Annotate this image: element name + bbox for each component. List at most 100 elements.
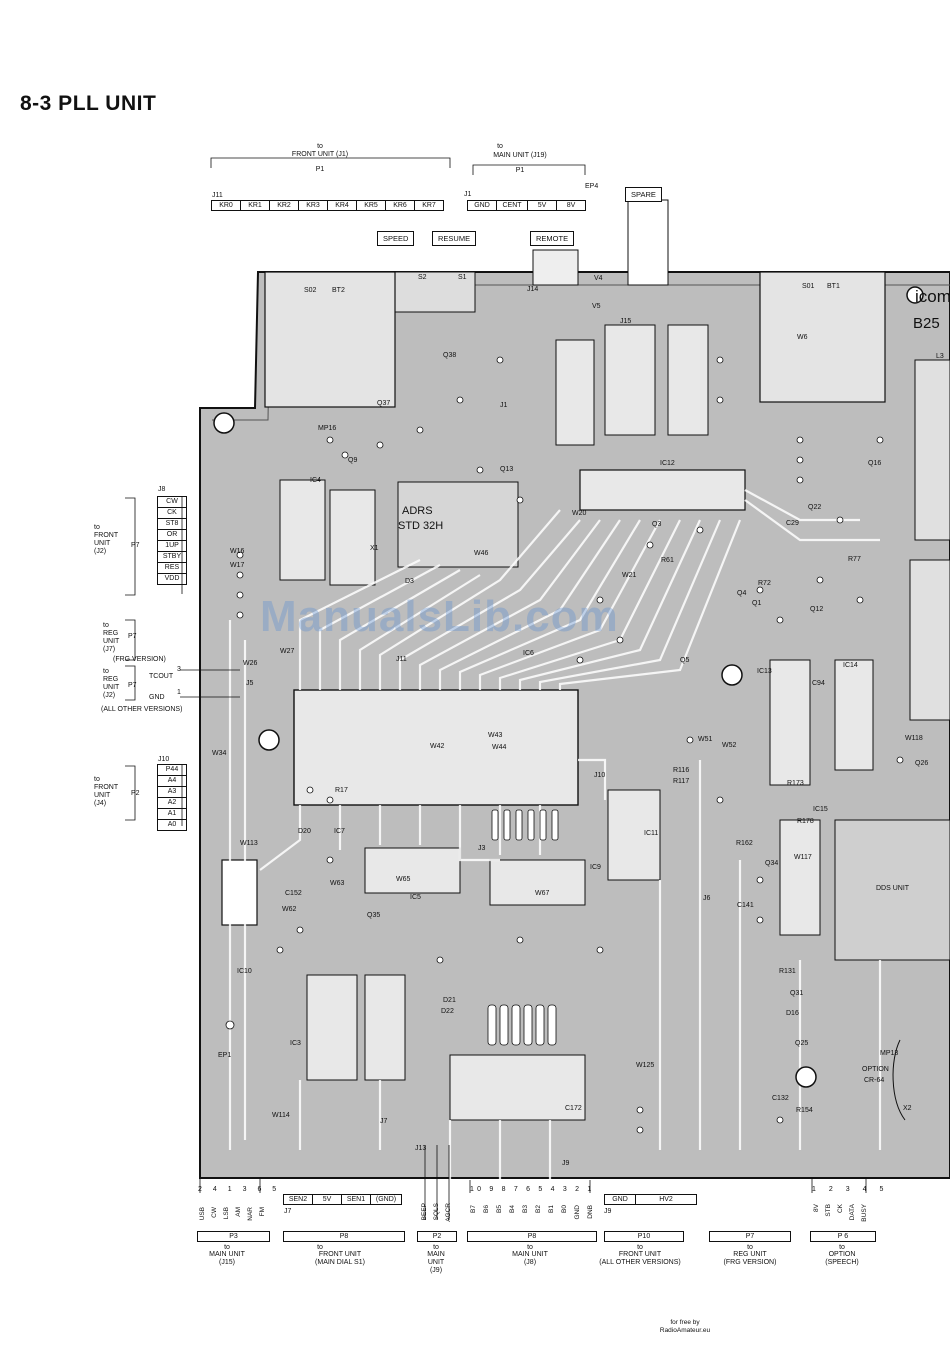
j1-jack-label: J1 xyxy=(464,191,472,198)
p6-num: 3 xyxy=(845,1186,856,1193)
j8-pin: CK xyxy=(158,508,186,519)
ref-designator: IC15 xyxy=(813,806,828,813)
j8-to: to xyxy=(94,524,100,531)
ref-designator: S1 xyxy=(458,274,467,281)
p1-main-plug: P1 xyxy=(515,167,525,174)
j8-pin: OR xyxy=(158,530,186,541)
p8-dest: (J8) xyxy=(523,1259,537,1266)
p3-pin: USB xyxy=(199,1207,206,1221)
ref-designator: J1 xyxy=(500,402,508,409)
p3-num: 6 xyxy=(257,1186,266,1193)
ref-designator: W27 xyxy=(280,648,295,655)
j8-pin: RES xyxy=(158,563,186,574)
p8-num: 6 xyxy=(526,1186,534,1193)
j1-pin: CENT xyxy=(497,201,528,210)
p2-pin: AGCR xyxy=(445,1203,452,1222)
ref-designator: S01 xyxy=(802,283,815,290)
p3-num: 5 xyxy=(272,1186,281,1193)
p6-pin-numbers: 1 2 3 4 5 xyxy=(812,1186,889,1193)
ref-designator: W21 xyxy=(622,572,637,579)
ref-designator: J11 xyxy=(396,656,407,663)
j11-pin: KR0 xyxy=(212,201,241,210)
p10-to: to xyxy=(637,1244,643,1251)
p3-pin: LSB xyxy=(223,1207,230,1220)
reg-other-dest-2: UNIT xyxy=(103,684,120,691)
ref-designator: W46 xyxy=(474,550,489,557)
j8-dest-1: FRONT xyxy=(94,532,119,539)
ref-designator: Q22 xyxy=(808,504,822,511)
ref-designator: R154 xyxy=(796,1107,813,1114)
ref-designator: C29 xyxy=(786,520,799,527)
p7-plug: P7 xyxy=(745,1233,755,1240)
option-part-label: CR-64 xyxy=(864,1077,885,1084)
ref-designator: R61 xyxy=(661,557,674,564)
p8-pin: DNB xyxy=(587,1205,594,1219)
ref-designator: J9 xyxy=(562,1160,570,1167)
reg-frg-to: to xyxy=(103,622,109,629)
ref-designator: IC10 xyxy=(237,968,252,975)
p8-dest: MAIN UNIT xyxy=(512,1251,548,1258)
p8-pin-numbers: 10 9 8 7 6 5 4 3 2 1 xyxy=(470,1186,594,1193)
ref-designator: L3 xyxy=(936,353,944,360)
p2-pin: BEEP xyxy=(421,1203,428,1221)
dds-unit-label: DDS UNIT xyxy=(876,885,910,892)
p10-plug-box: P10 xyxy=(604,1231,684,1242)
ref-designator: C141 xyxy=(737,902,754,909)
p10-plug: P10 xyxy=(637,1233,651,1240)
ref-designator: J15 xyxy=(620,318,632,325)
brand-mark: icom xyxy=(915,287,950,306)
ref-designator: Q35 xyxy=(367,912,381,919)
p8-pin: B2 xyxy=(535,1205,542,1213)
j8-pin: VDD xyxy=(164,575,180,582)
j11-pin: KR5 xyxy=(357,201,386,210)
ref-designator: C152 xyxy=(285,890,302,897)
j8-pin: ST8 xyxy=(158,519,186,530)
reg-other-to: to xyxy=(103,668,109,675)
j10-pin: A1 xyxy=(158,809,186,820)
j8-pin: 1UP xyxy=(158,541,186,552)
p8-pin: B0 xyxy=(561,1205,568,1213)
ref-designator: IC9 xyxy=(590,864,601,871)
ref-designator: R131 xyxy=(779,968,796,975)
ref-designator: W52 xyxy=(722,742,737,749)
p6-plug: P 6 xyxy=(837,1233,849,1240)
j9-pin: GND xyxy=(605,1195,636,1204)
ref-designator: Q37 xyxy=(377,400,391,407)
resume-label: RESUME xyxy=(432,231,477,246)
p6-num: 4 xyxy=(862,1186,872,1193)
p6-num: 5 xyxy=(879,1186,889,1193)
ref-designator: W17 xyxy=(230,562,245,569)
j7-plug-box: P8 xyxy=(283,1231,405,1242)
ref-designator: R162 xyxy=(736,840,753,847)
p2-to: to xyxy=(433,1244,439,1251)
ref-designator: V5 xyxy=(592,303,601,310)
ref-designator: D20 xyxy=(298,828,311,835)
p6-pin: BUSY xyxy=(861,1204,868,1222)
remote-label: REMOTE xyxy=(530,231,575,246)
p8-num: 7 xyxy=(513,1186,521,1193)
p8-plug-box: P8 xyxy=(467,1231,597,1242)
p2-dest: (J9) xyxy=(429,1267,443,1274)
ref-designator: W113 xyxy=(240,840,258,847)
ref-designator: W43 xyxy=(488,732,503,739)
board-model: B25 xyxy=(913,315,940,332)
ref-designator: S02 xyxy=(304,287,317,294)
p3-num: 1 xyxy=(227,1186,237,1193)
p3-num: 3 xyxy=(242,1186,251,1193)
j10-dest-3: (J4) xyxy=(94,800,107,807)
j8-plug: P7 xyxy=(131,542,140,549)
j7-jack-label: J7 xyxy=(284,1208,292,1215)
j10-to: to xyxy=(94,776,100,783)
p6-dest: OPTION xyxy=(828,1251,856,1258)
ref-designator: W125 xyxy=(636,1062,655,1069)
p3-num: 2 xyxy=(198,1186,207,1193)
j7-to: to xyxy=(317,1244,323,1251)
p2-pin: SQLS xyxy=(433,1203,440,1221)
j11-pin: KR2 xyxy=(270,201,299,210)
j8-jack-label: J8 xyxy=(158,486,166,493)
reg-frg-plug: P7 xyxy=(128,633,137,640)
p2-dest: MAIN xyxy=(427,1251,445,1258)
j10-dest-1: FRONT xyxy=(94,784,119,791)
p8-plug: P8 xyxy=(527,1233,537,1240)
